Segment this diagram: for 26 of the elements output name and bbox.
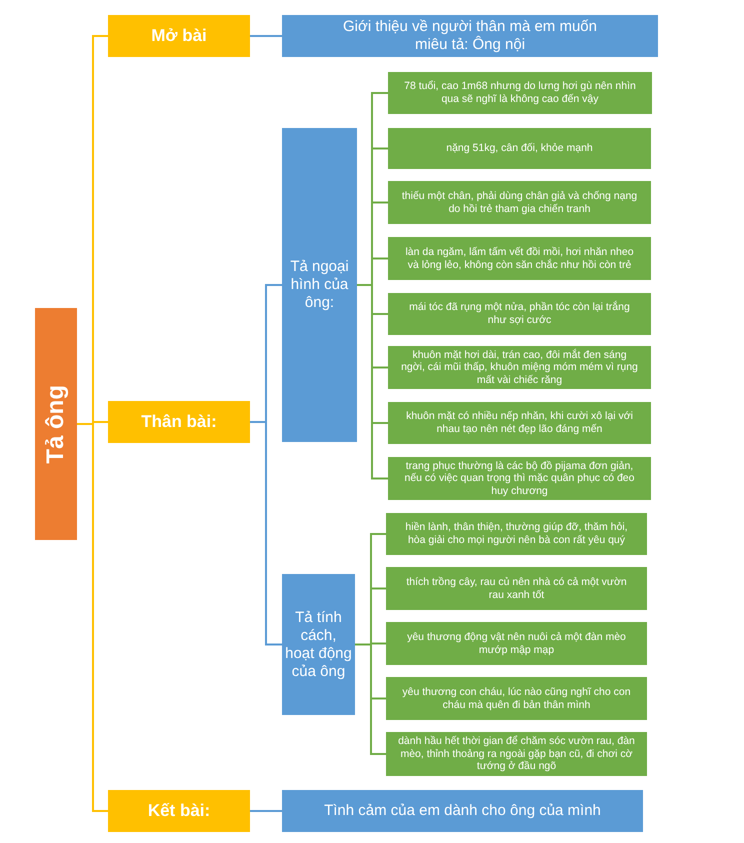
topic-box: Tả tính cách, hoạt động của ông xyxy=(282,574,355,715)
title-box: Tả ông xyxy=(35,308,77,540)
detail-box: hiền lành, thân thiện, thường giúp đỡ, thăm hỏi, hòa giải cho mọi người nên bà con rất yêu quý xyxy=(386,513,647,555)
topic-box: Giới thiệu về người thân mà em muốn miêu tả: Ông nội xyxy=(282,15,658,57)
detail-box: làn da ngăm, lấm tấm vết đồi mồi, hơi nhăn nheo và lỏng lẻo, không còn săn chắc như hồi còn trẻ xyxy=(388,237,651,280)
connector-line xyxy=(357,284,388,480)
topic-box: Tình cảm của em dành cho ông của mình xyxy=(282,790,643,832)
detail-box: khuôn mặt có nhiều nếp nhăn, khi cười xô lại với nhau tạo nên nét đẹp lão đáng mến xyxy=(388,402,651,444)
connector-line xyxy=(77,423,108,812)
detail-box: khuôn mặt hơi dài, trán cao, đôi mắt đen sáng ngời, cái mũi thấp, khuôn miệng móm mém vì rụng mất vài chiếc răng xyxy=(388,346,651,389)
topic-box: Tả ngoại hình của ông: xyxy=(282,128,357,442)
connector-line xyxy=(250,35,282,37)
connector-line xyxy=(250,421,282,646)
detail-box: yêu thương con cháu, lúc nào cũng nghĩ cho con cháu mà quên đi bản thân mình xyxy=(386,677,647,720)
detail-box: 78 tuổi, cao 1m68 nhưng do lưng hơi gù nên nhìn qua sẽ nghĩ là không cao đến vậy xyxy=(388,72,652,114)
detail-box: dành hầu hết thời gian để chăm sóc vườn rau, đàn mèo, thỉnh thoảng ra ngoài gặp bạn cũ, đi chơi cờ tướng ở đầu ngõ xyxy=(386,732,647,776)
connector-line xyxy=(250,810,282,812)
detail-box: trang phục thường là các bộ đồ pijama đơn giản, nếu có việc quan trọng thì mặc quân phục có đeo huy chương xyxy=(388,457,651,500)
detail-box: thiếu một chân, phải dùng chân giả và chống nạng do hồi trẻ tham gia chiến tranh xyxy=(388,181,651,224)
detail-box: yêu thương động vật nên nuôi cả một đàn mèo mướp mập mạp xyxy=(386,622,647,665)
section-box: Kết bài: xyxy=(108,790,250,832)
detail-box: mái tóc đã rụng một nửa, phần tóc còn lại trắng như sợi cước xyxy=(388,293,651,335)
detail-box: thích trồng cây, rau củ nên nhà có cả một vườn rau xanh tốt xyxy=(386,567,647,610)
detail-box: nặng 51kg, cân đối, khỏe mạnh xyxy=(388,128,651,169)
section-box: Thân bài: xyxy=(108,401,250,443)
section-box: Mở bài xyxy=(108,15,250,57)
